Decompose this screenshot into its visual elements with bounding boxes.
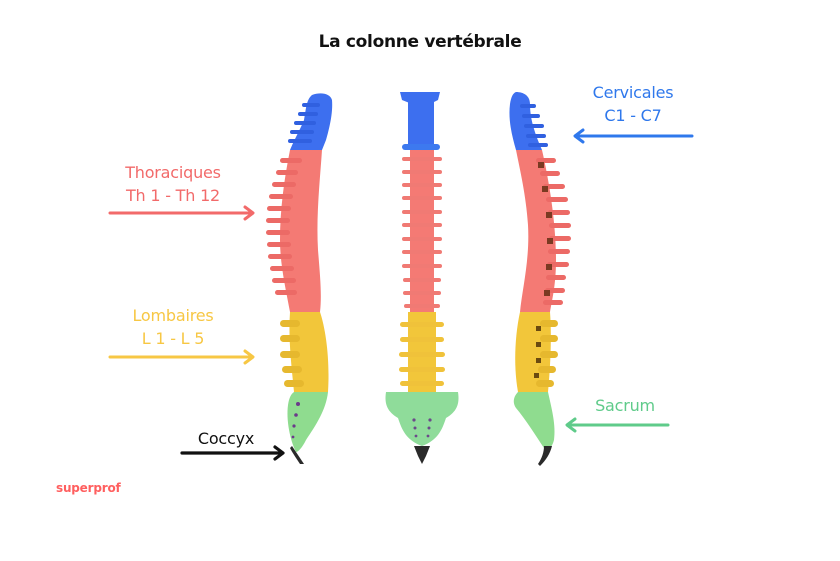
thoracic-segment (280, 150, 322, 312)
label-lumbar-name: Lombaires (132, 306, 214, 325)
arrow-coccyx (180, 445, 285, 461)
c7-process (402, 144, 440, 150)
sacral-foramina (291, 402, 300, 439)
label-thoracic-range: Th 1 - Th 12 (125, 186, 221, 205)
lumbar-processes (399, 322, 445, 386)
arrow-lumbar (108, 349, 255, 365)
spine-side-view-left (266, 93, 333, 464)
label-sacrum-name: Sacrum (595, 396, 655, 415)
lumbar-processes (280, 320, 304, 387)
coccyx-segment (538, 446, 552, 466)
label-sacrum: Sacrum (580, 394, 670, 417)
arrow-sacrum (565, 417, 670, 433)
coccyx-segment (414, 446, 430, 464)
arrow-cervical (573, 128, 694, 144)
label-cervical: Cervicales C1 - C7 (573, 81, 693, 127)
thoracic-processes (266, 158, 302, 295)
lumbar-facets (534, 326, 541, 378)
label-cervical-name: Cervicales (592, 83, 674, 102)
label-thoracic: Thoraciques Th 1 - Th 12 (108, 161, 238, 207)
diagram-title: La colonne vertébrale (318, 32, 522, 52)
thoracic-processes (402, 157, 442, 308)
brand-logo: superprof (56, 481, 121, 495)
sacral-foramina (412, 418, 432, 438)
cervical-segment (509, 92, 542, 150)
thoracic-processes (536, 158, 571, 305)
lumbar-processes (536, 320, 558, 387)
cervical-segment (408, 100, 434, 148)
sacrum-segment (287, 392, 328, 452)
spine-side-view-right (509, 92, 571, 466)
thoracic-segment (410, 150, 434, 312)
cervical-processes (288, 103, 320, 143)
cervical-processes (520, 104, 548, 147)
label-lumbar-range: L 1 - L 5 (141, 329, 205, 348)
arrow-thoracic (108, 205, 255, 221)
coccyx-segment (290, 446, 304, 464)
label-cervical-range: C1 - C7 (604, 106, 662, 125)
sacrum-segment (385, 392, 459, 446)
label-thoracic-name: Thoraciques (125, 163, 221, 182)
thoracic-facets (538, 162, 553, 296)
label-lumbar: Lombaires L 1 - L 5 (108, 304, 238, 350)
label-coccyx-name: Coccyx (197, 429, 255, 448)
spine-front-view (385, 92, 459, 464)
label-coccyx: Coccyx (186, 427, 266, 450)
sacrum-segment (513, 392, 555, 449)
